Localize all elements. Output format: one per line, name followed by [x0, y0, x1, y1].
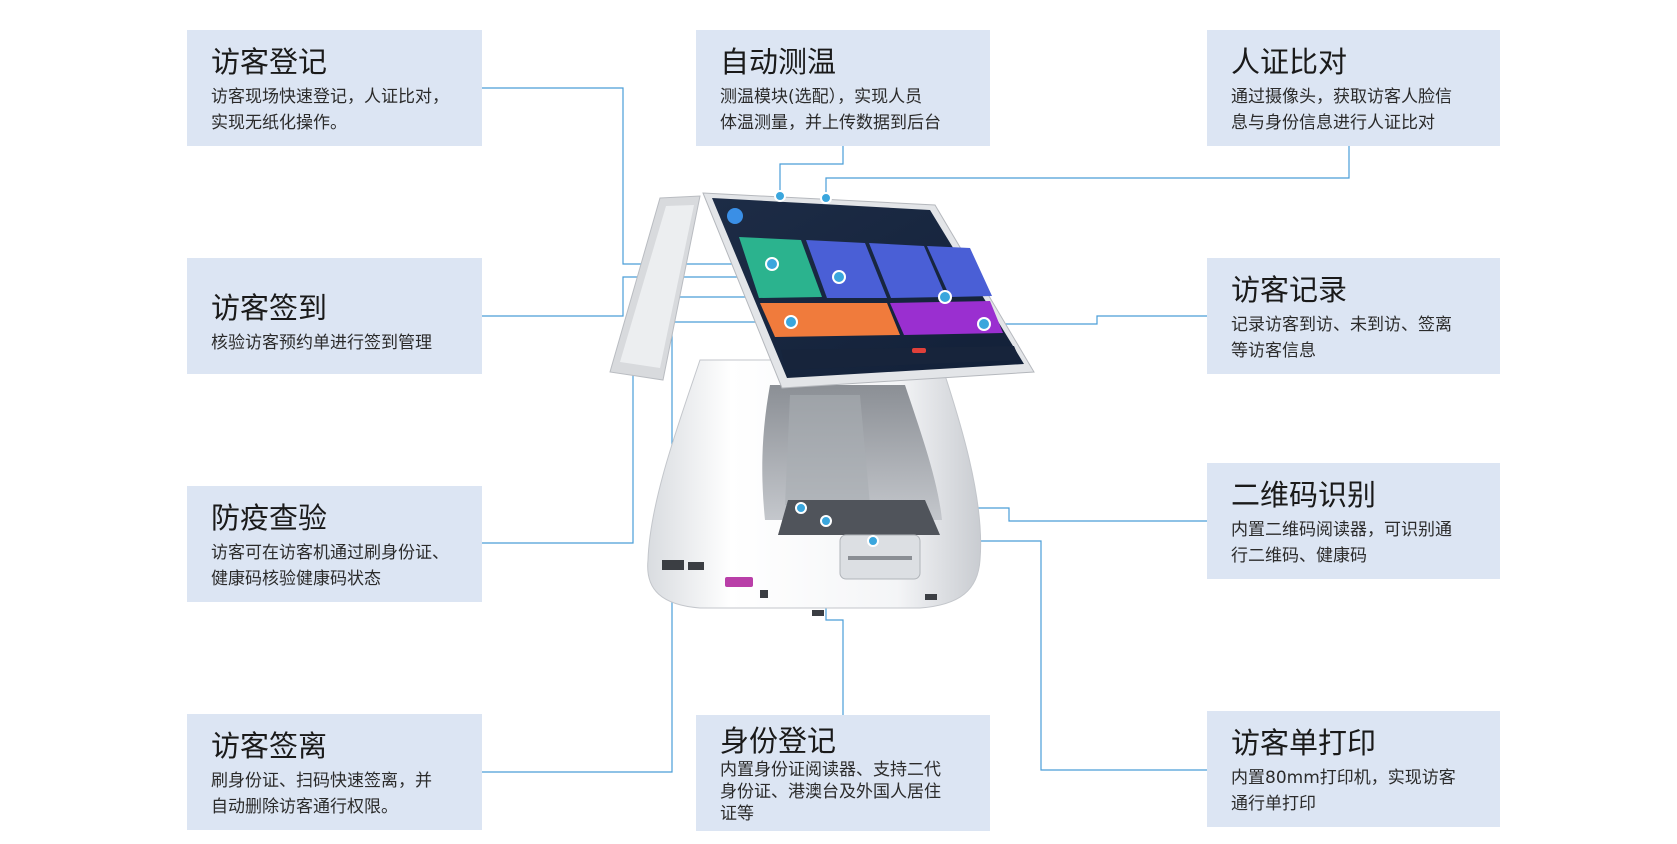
hotspot-checkin	[832, 270, 846, 284]
hotspot-camera	[820, 192, 832, 204]
kiosk-body	[647, 359, 982, 616]
hotspot-qrcode	[795, 502, 807, 514]
hotspot-printer	[867, 535, 879, 547]
feature-description: 内置80mm打印机，实现访客 通行单打印	[1231, 768, 1456, 814]
tile-booking	[806, 240, 887, 298]
hotspot-dots	[765, 190, 991, 547]
hotspot-checkout	[784, 315, 798, 329]
tile-stats	[890, 301, 1003, 335]
feature-card-checkin: 访客签到 核验访客预约单进行签到管理	[187, 258, 482, 374]
rear-display	[609, 195, 701, 381]
feature-title: 访客签离	[211, 729, 328, 763]
connector-facecompare	[825, 146, 1350, 197]
front-touchscreen	[702, 192, 1035, 389]
tile-register	[739, 237, 822, 298]
tile-checkout	[760, 303, 900, 337]
feature-description: 内置身份证阅读器、支持二代 身份证、港澳台及外国人居住 证等	[720, 760, 941, 824]
connector-records	[985, 315, 1207, 325]
feature-description: 记录访客到访、未到访、签离 等访客信息	[1231, 315, 1452, 361]
feature-title: 访客签到	[211, 291, 328, 325]
hotspot-epidemic	[938, 290, 952, 304]
feature-title: 访客登记	[211, 45, 328, 79]
feature-title: 二维码识别	[1231, 478, 1377, 512]
hotspot-temperature	[774, 190, 786, 202]
feature-card-print: 访客单打印 内置80mm打印机，实现访客 通行单打印	[1207, 711, 1500, 827]
feature-title: 人证比对	[1231, 45, 1348, 79]
hotspot-register	[765, 257, 779, 271]
feature-card-epidemic: 防疫查验 访客可在访客机通过刷身份证、 健康码核验健康码状态	[187, 486, 482, 602]
feature-title: 防疫查验	[211, 501, 328, 535]
hotspot-id-reader	[820, 515, 832, 527]
connector-checkin	[448, 276, 833, 317]
feature-description: 核验访客预约单进行签到管理	[211, 333, 432, 353]
feature-description: 通过摄像头，获取访客人脸信 息与身份信息进行人证比对	[1231, 87, 1452, 133]
tile-records	[869, 243, 946, 298]
feature-description: 内置二维码阅读器，可识别通 行二维码、健康码	[1231, 520, 1452, 566]
feature-description: 测温模块(选配），实现人员 体温测量，并上传数据到后台	[720, 87, 941, 133]
feature-card-records: 访客记录 记录访客到访、未到访、签离 等访客信息	[1207, 258, 1500, 374]
feature-card-register: 访客登记 访客现场快速登记，人证比对， 实现无纸化操作。	[187, 30, 482, 146]
feature-card-facecompare: 人证比对 通过摄像头，获取访客人脸信 息与身份信息进行人证比对	[1207, 30, 1500, 146]
feature-card-checkout: 访客签离 刷身份证、扫码快速签离，并 自动删除访客通行权限。	[187, 714, 482, 830]
feature-card-temperature: 自动测温 测温模块(选配），实现人员 体温测量，并上传数据到后台	[696, 30, 990, 146]
feature-description: 刷身份证、扫码快速签离，并 自动删除访客通行权限。	[211, 771, 432, 817]
feature-title: 访客记录	[1231, 273, 1348, 307]
feature-title: 自动测温	[720, 45, 837, 79]
hotspot-records	[977, 317, 991, 331]
connector-temperature	[779, 146, 844, 193]
tile-settings	[927, 246, 992, 297]
feature-description: 访客现场快速登记，人证比对， 实现无纸化操作。	[211, 87, 449, 133]
feature-card-qrcode: 二维码识别 内置二维码阅读器，可识别通 行二维码、健康码	[1207, 463, 1500, 579]
feature-title: 访客单打印	[1231, 726, 1377, 760]
feature-card-idreg: 身份登记 内置身份证阅读器、支持二代 身份证、港澳台及外国人居住 证等	[696, 715, 990, 831]
feature-title: 身份登记	[720, 724, 837, 758]
feature-description: 访客可在访客机通过刷身份证、 健康码核验健康码状态	[211, 543, 449, 589]
